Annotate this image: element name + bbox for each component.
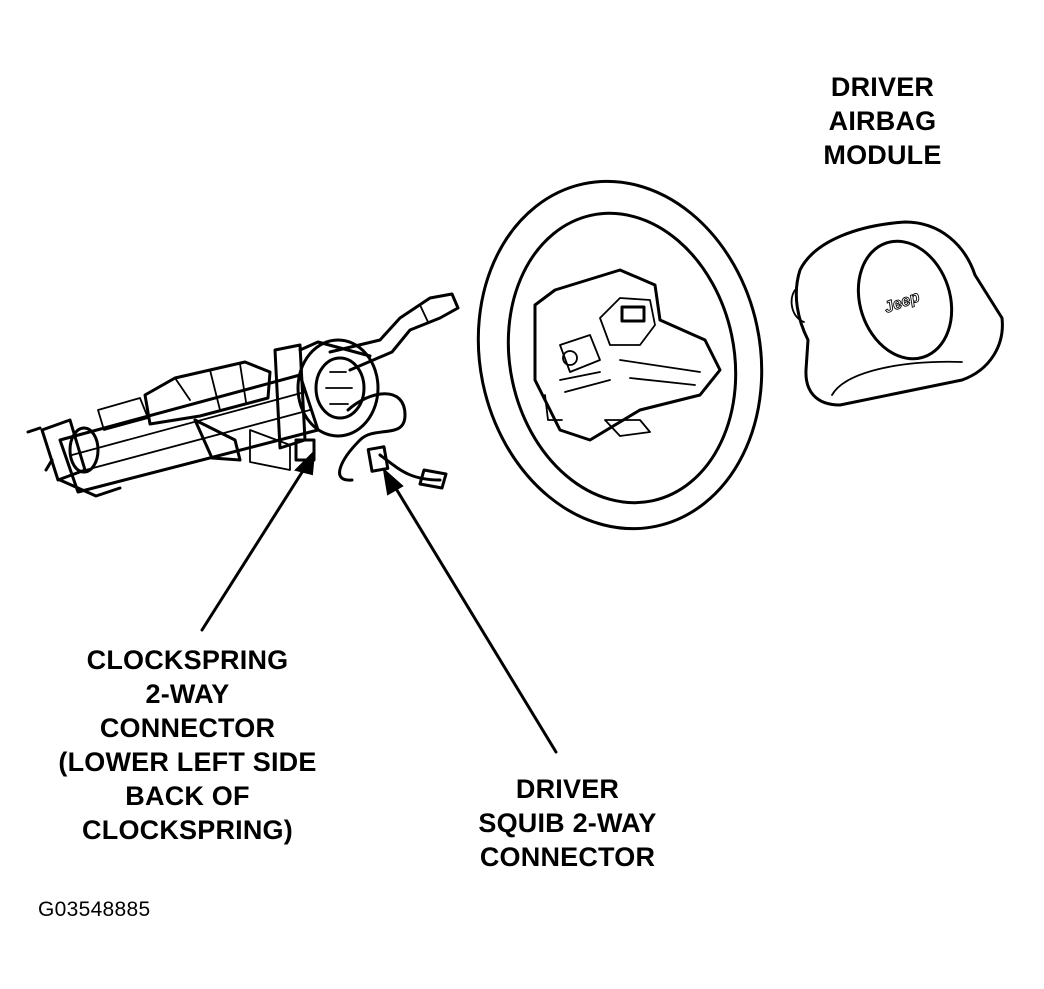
label-line: MODULE <box>823 140 942 170</box>
squib-connector-arrow <box>382 467 558 754</box>
label-line: CONNECTOR <box>479 842 656 872</box>
label-line: SQUIB 2-WAY <box>478 808 657 838</box>
label-line: DRIVER <box>515 774 620 804</box>
label-line: 2-WAY <box>145 679 230 709</box>
driver-squib-connector-label: DRIVER SQUIB 2-WAY CONNECTOR <box>445 772 690 874</box>
steering-column <box>26 292 460 498</box>
label-line: CLOCKSPRING <box>86 645 289 675</box>
figure-id: G03548885 <box>38 898 151 921</box>
steering-wheel <box>476 179 764 531</box>
airbag-emblem: Jeep <box>882 288 922 317</box>
label-line: CONNECTOR <box>99 713 276 743</box>
clockspring-connector-label: CLOCKSPRING 2-WAY CONNECTOR (LOWER LEFT … <box>30 643 345 847</box>
label-line: (LOWER LEFT SIDE <box>58 747 317 777</box>
driver-airbag-module-label: DRIVER AIRBAG MODULE <box>790 70 975 172</box>
clockspring-connector-arrow <box>200 449 316 632</box>
label-line: AIRBAG <box>828 106 937 136</box>
label-line: CLOCKSPRING) <box>82 815 293 845</box>
label-line: BACK OF <box>125 781 250 811</box>
squib-wire-pigtail <box>338 392 448 490</box>
airbag-module: Jeep <box>790 220 1004 407</box>
label-line: DRIVER <box>830 72 935 102</box>
